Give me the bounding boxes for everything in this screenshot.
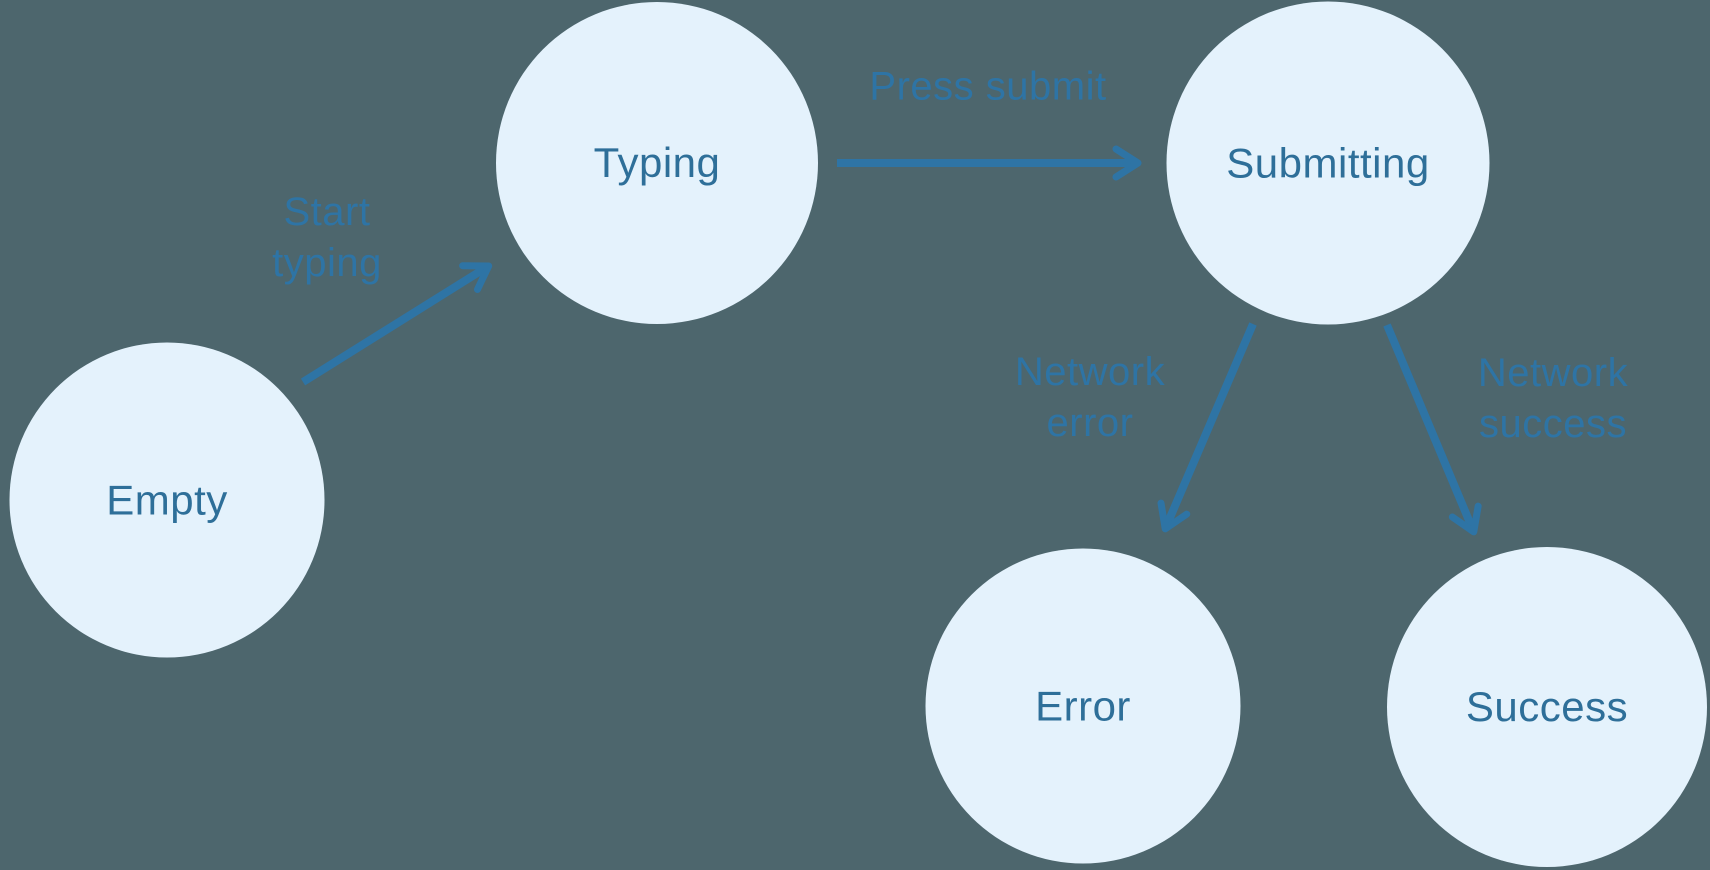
state-node-submitting: Submitting — [1166, 1, 1490, 325]
state-node-success: Success — [1387, 547, 1707, 867]
transition-label-line: Press submit — [869, 64, 1107, 109]
transition-label-line: success — [1478, 402, 1627, 446]
transition-arrow-submitting-to-error — [1157, 322, 1257, 533]
transition-label-start-typing: Start typing — [272, 187, 382, 289]
transition-arrow-submitting-to-success — [1383, 323, 1482, 536]
state-label-error: Error — [1035, 682, 1131, 729]
transition-arrow-empty-to-typing — [300, 262, 493, 386]
state-node-typing: Typing — [496, 2, 818, 324]
transition-label-press-submit: Press submit — [869, 62, 1106, 113]
transition-label-line: Start — [283, 190, 371, 234]
state-label-success: Success — [1465, 683, 1629, 730]
state-node-empty: Empty — [9, 342, 325, 658]
state-label-submitting: Submitting — [1226, 139, 1430, 186]
transition-label-network-success: Network success — [1478, 348, 1628, 450]
transition-label-line: typing — [272, 241, 382, 285]
transition-label-line: Network — [1477, 351, 1629, 395]
transition-label-network-error: Network error — [1015, 347, 1165, 449]
transition-label-line: error — [1046, 401, 1134, 445]
transition-label-line: Network — [1014, 350, 1166, 394]
state-node-error: Error — [925, 548, 1241, 864]
state-label-empty: Empty — [106, 476, 228, 523]
state-label-typing: Typing — [593, 139, 721, 186]
